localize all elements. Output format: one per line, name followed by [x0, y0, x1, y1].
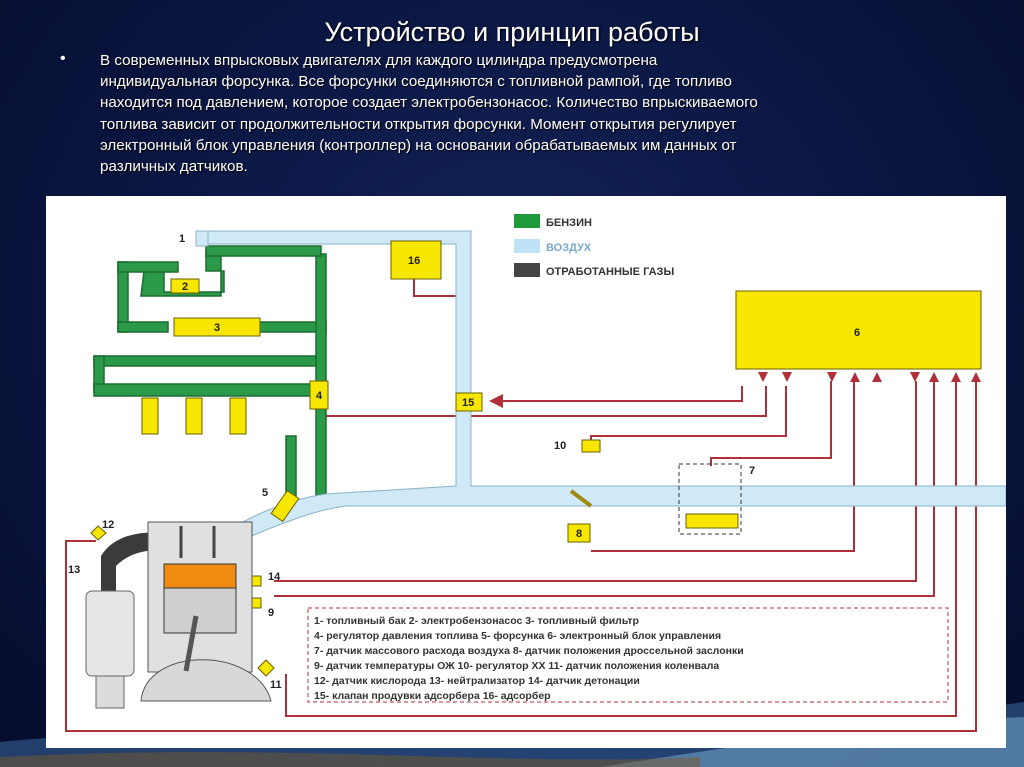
ecu-connectors	[758, 372, 981, 382]
caption-line: 9- датчик температуры ОЖ 10- регулятор Х…	[314, 660, 719, 672]
label-16: 16	[408, 255, 420, 267]
fuel-pump	[170, 278, 200, 294]
injectors	[141, 397, 300, 523]
legend-label-air: ВОЗДУХ	[546, 242, 592, 254]
label-3: 3	[214, 322, 220, 334]
ecu-box	[735, 290, 982, 370]
label-8: 8	[576, 528, 582, 540]
caption-line: 12- датчик кислорода 13- нейтрализатор 1…	[314, 675, 640, 687]
legend: БЕНЗИН ВОЗДУХ ОТРАБОТАННЫЕ ГАЗЫ	[514, 214, 674, 278]
caption-box: 1- топливный бак 2- электробензонасос 3-…	[307, 607, 949, 703]
legend-swatch-air	[514, 239, 540, 253]
paragraph-line: находится под давлением, которое создает…	[100, 94, 758, 112]
label-5: 5	[262, 487, 268, 499]
caption-line: 1- топливный бак 2- электробензонасос 3-…	[314, 615, 639, 627]
paragraph-line: электронный блок управления (контроллер)…	[100, 136, 737, 154]
components	[90, 240, 982, 677]
pressure-regulator	[309, 380, 329, 410]
paragraph-line: различных датчиков.	[100, 158, 248, 176]
engine-block	[140, 521, 272, 702]
label-9: 9	[268, 607, 274, 619]
label-7: 7	[749, 465, 755, 477]
legend-swatch-exhaust	[514, 263, 540, 277]
legend-swatch-fuel	[514, 214, 540, 228]
paragraph-line: топлива зависит от продолжительности отк…	[100, 115, 737, 133]
label-11: 11	[270, 679, 282, 691]
idle-regulator	[581, 439, 601, 453]
bullet-marker: •	[60, 50, 66, 67]
maf-housing	[678, 463, 742, 535]
body-paragraph: В современных впрысковых двигателях для …	[100, 50, 980, 177]
label-12: 12	[102, 519, 114, 531]
label-15: 15	[462, 397, 474, 409]
label-4: 4	[316, 390, 323, 402]
purge-valve	[455, 392, 483, 412]
slide-title: Устройство и принцип работы	[324, 17, 700, 47]
legend-label-exhaust: ОТРАБОТАННЫЕ ГАЗЫ	[546, 266, 674, 278]
label-13: 13	[68, 564, 80, 576]
diagram-canvas: БЕНЗИН ВОЗДУХ ОТРАБОТАННЫЕ ГАЗЫ 1 2 3 4 …	[65, 214, 1007, 732]
throttle-sensor	[567, 523, 591, 543]
adsorber	[390, 240, 442, 280]
label-2: 2	[182, 281, 188, 293]
fuel-filter	[173, 317, 261, 337]
paragraph-line: индивидуальная форсунка. Все форсунки со…	[100, 73, 732, 91]
label-1: 1	[179, 233, 185, 245]
maf-sensor	[685, 513, 739, 529]
caption-line: 15- клапан продувки адсорбера 16- адсорб…	[314, 690, 551, 702]
fuel-lines	[93, 245, 327, 505]
label-14: 14	[268, 571, 281, 583]
caption-line: 4- регулятор давления топлива 5- форсунк…	[314, 630, 721, 642]
caption-line: 7- датчик массового расхода воздуха 8- д…	[314, 645, 744, 657]
label-10: 10	[554, 440, 566, 452]
paragraph-line: В современных впрысковых двигателях для …	[100, 52, 658, 69]
injection-system-diagram: БЕНЗИН ВОЗДУХ ОТРАБОТАННЫЕ ГАЗЫ 1 2 3 4 …	[46, 196, 1007, 748]
label-6: 6	[854, 327, 860, 339]
legend-label-fuel: БЕНЗИН	[546, 217, 592, 229]
catalytic-converter	[85, 590, 135, 709]
component-numbers: 1 2 3 4 5 6 7 8 9 10 11 12 13 14 15 16	[68, 233, 860, 691]
